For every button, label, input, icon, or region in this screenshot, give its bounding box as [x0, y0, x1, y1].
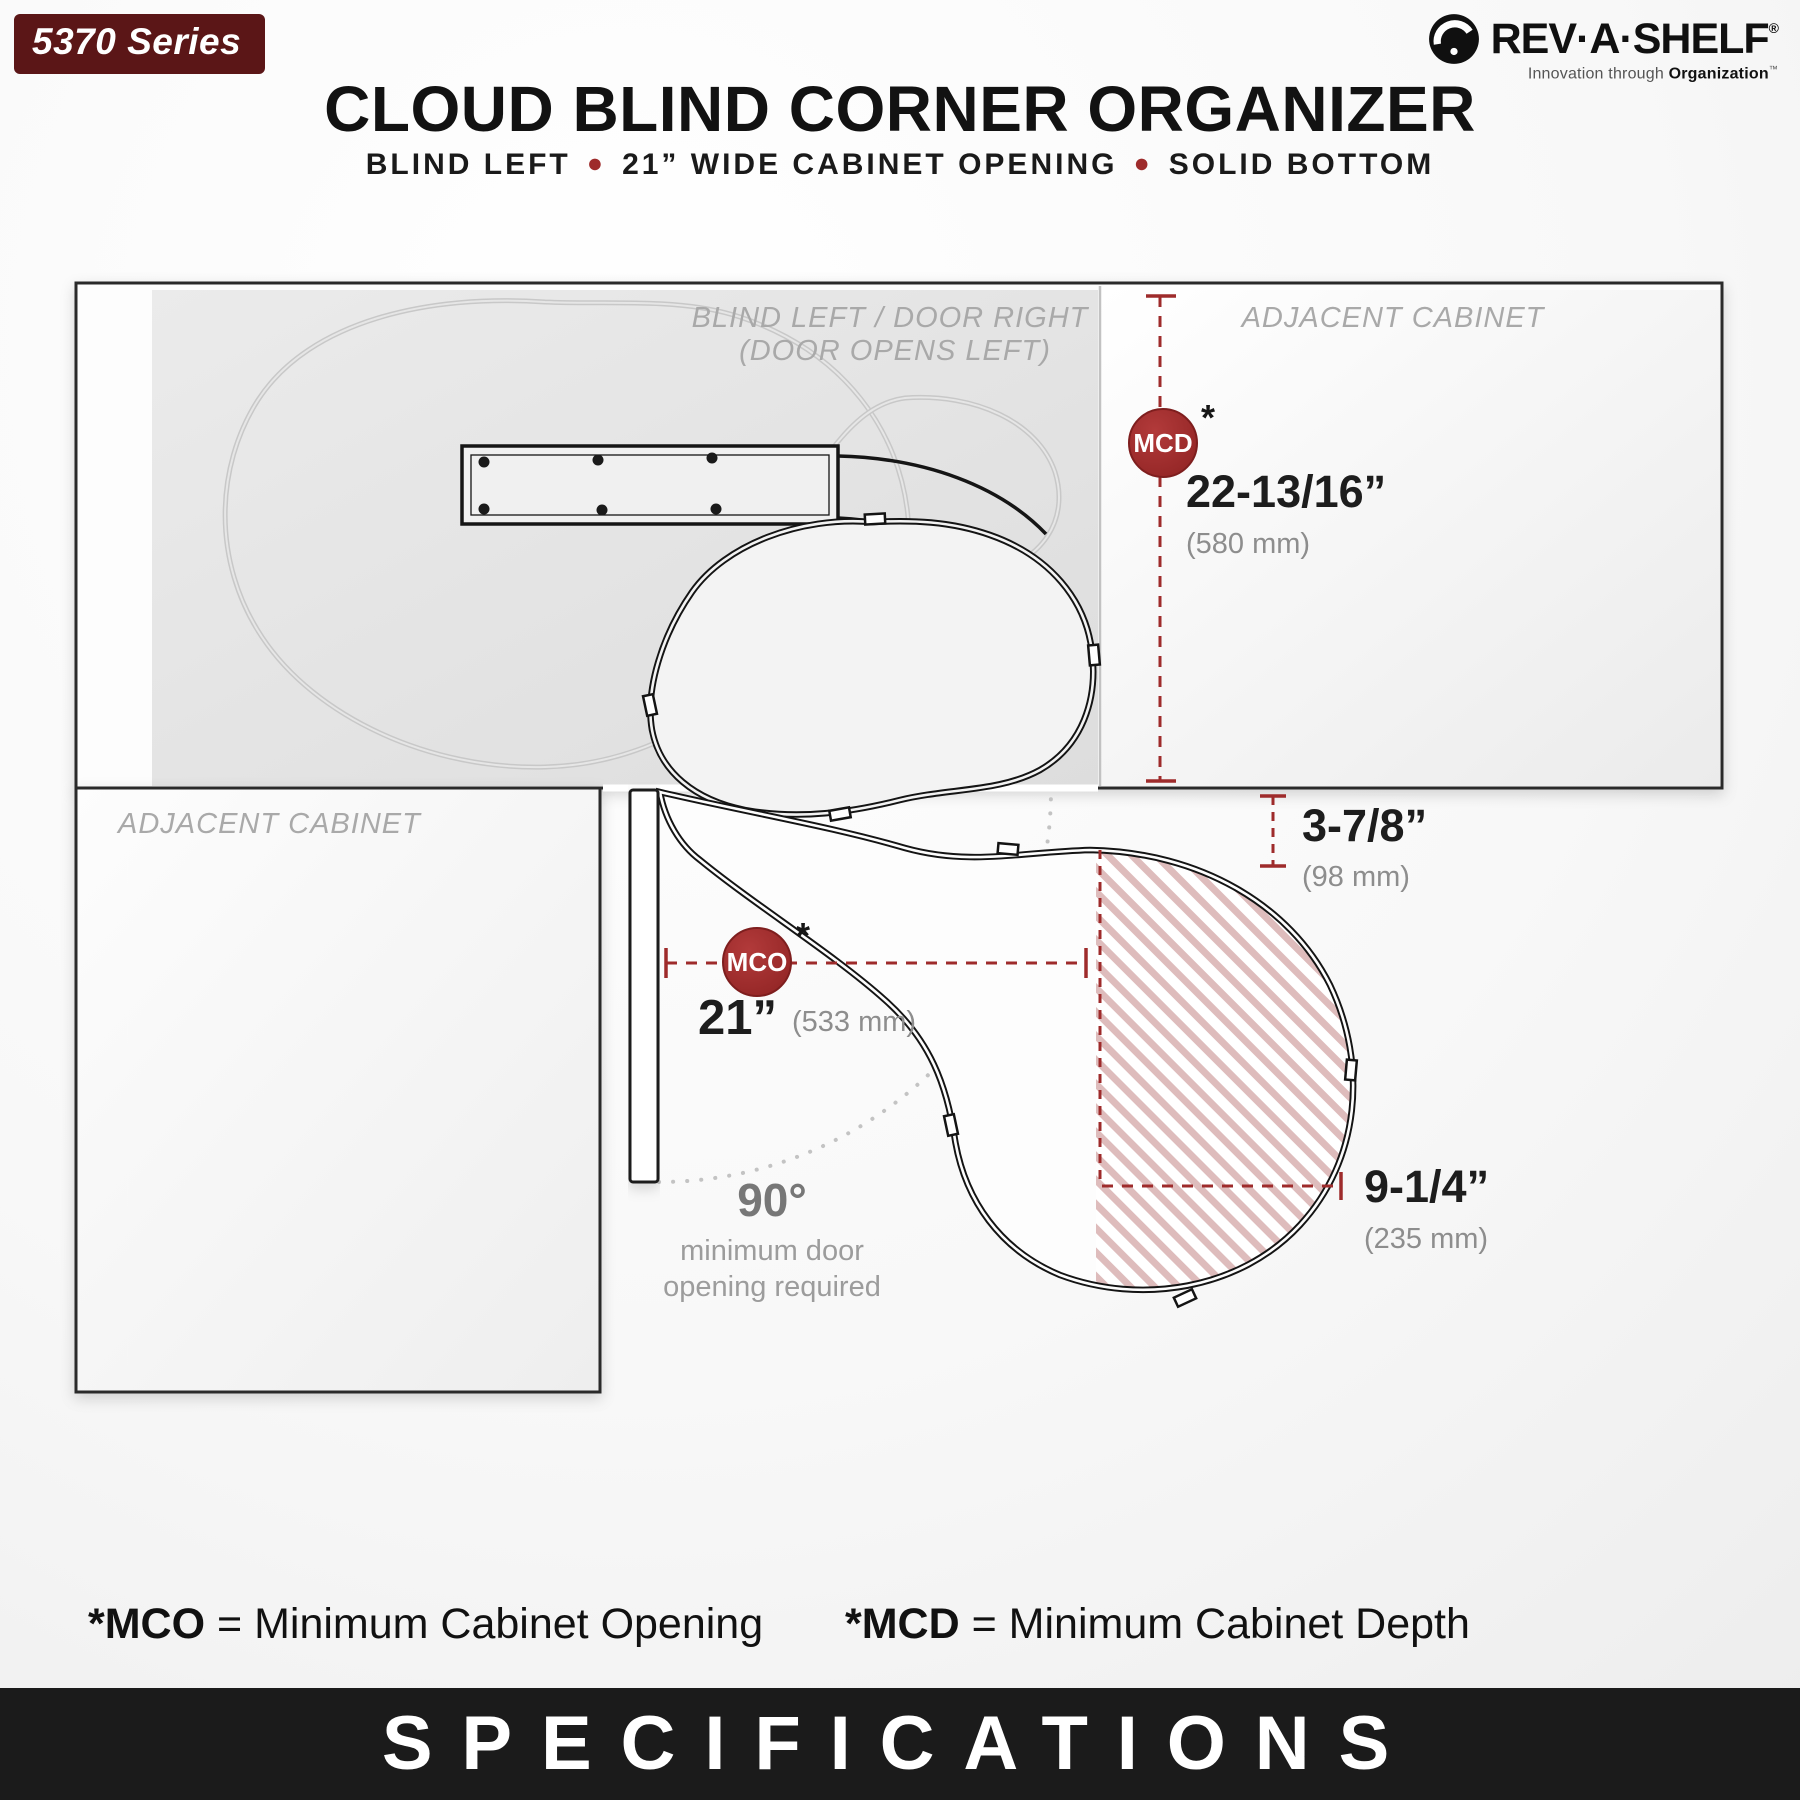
subtitle-part-3: SOLID BOTTOM — [1168, 148, 1435, 181]
depth-offset-metric: (98 mm) — [1302, 861, 1410, 893]
cabinet-labels: BLIND LEFT / DOOR RIGHT (DOOR OPENS LEFT… — [116, 302, 1546, 840]
adjacent-cabinet-right-interior — [1101, 290, 1720, 786]
bracket-screw — [478, 456, 490, 468]
logo-row: REV·A·SHELF® — [1427, 12, 1779, 66]
mcd-badge-text: MCD — [1133, 428, 1192, 458]
logo-brand-text: REV·A·SHELF® — [1490, 14, 1779, 64]
cabinet-door-open — [628, 788, 660, 1184]
specifications-bar: SPECIFICATIONS — [0, 1688, 1800, 1800]
rev-a-shelf-logo-icon — [1428, 14, 1479, 64]
subtitle-bullet-1: ● — [586, 148, 607, 178]
mco-definition: *MCO = Minimum Cabinet Opening — [88, 1600, 763, 1649]
depth-offset-value: 3-7/8” — [1302, 800, 1427, 851]
overhang-metric: (235 mm) — [1364, 1223, 1488, 1255]
config-label-line2: (DOOR OPENS LEFT) — [739, 335, 1051, 367]
door-swing-angle: 90° — [737, 1174, 807, 1226]
bracket-inner-line — [470, 454, 830, 516]
slide-rail-upper — [837, 454, 1048, 536]
door-swing-note: 90° minimum door opening required — [663, 1174, 881, 1303]
mcd-def-text: = Minimum Cabinet Depth — [959, 1600, 1470, 1648]
subtitle-part-1: BLIND LEFT — [365, 148, 571, 181]
trademark: ™ — [1768, 64, 1778, 74]
mco-measurement: MCO * 21” (533 mm) — [664, 915, 1088, 1045]
mcd-badge — [1128, 408, 1198, 478]
mco-asterisk: * — [796, 915, 810, 956]
mcd-asterisk: * — [1201, 397, 1215, 438]
depth-offset-measurement: 3-7/8” (98 mm) — [1260, 794, 1427, 893]
bracket-screw — [596, 504, 608, 516]
door-swing-note1: minimum door — [680, 1235, 864, 1267]
bracket-body — [460, 444, 840, 526]
mcd-definition: *MCD = Minimum Cabinet Depth — [845, 1600, 1470, 1649]
rev-a-shelf-logo: REV·A·SHELF® Innovation through Organiza… — [1427, 12, 1779, 83]
mco-value: 21” — [698, 991, 777, 1045]
adjacent-cabinet-left-box — [74, 786, 602, 1394]
mco-metric: (533 mm) — [792, 1006, 916, 1038]
bracket-screw — [592, 454, 604, 466]
registered-mark: ® — [1768, 19, 1779, 36]
overhang-measurement: 9-1/4” (235 mm) — [1098, 850, 1489, 1255]
lower-cloud-rail-clips — [942, 841, 1359, 1309]
upper-cloud-rim — [649, 519, 1095, 816]
series-badge: 5370 Series — [14, 14, 266, 74]
mco-def-text: = Minimum Cabinet Opening — [205, 1600, 764, 1648]
door-swing-note2: opening required — [663, 1271, 881, 1303]
mco-badge — [722, 927, 792, 997]
legend: *MCO = Minimum Cabinet Opening *MCD = Mi… — [0, 1600, 1800, 1670]
mcd-metric: (580 mm) — [1186, 528, 1310, 560]
cabinet-layout — [74, 281, 1724, 1394]
page-title: CLOUD BLIND CORNER ORGANIZER — [324, 73, 1476, 145]
bracket-screw — [706, 452, 718, 464]
tagline-bold: Organization — [1668, 65, 1769, 83]
logo-brand-name: REV·A·SHELF — [1490, 14, 1770, 63]
upper-cloud-shelf — [641, 512, 1102, 823]
mco-badge-text: MCO — [727, 947, 788, 977]
tagline-light: Innovation through — [1527, 65, 1669, 83]
bracket-screw — [478, 503, 490, 515]
subtitle-part-2: 21” WIDE CABINET OPENING — [622, 148, 1118, 181]
logo-tagline: Innovation through Organization™ — [1427, 64, 1778, 83]
upper-cloud-rail-clips — [641, 512, 1102, 823]
adjacent-cabinet-left-label: ADJACENT CABINET — [116, 808, 422, 840]
page-subtitle: BLIND LEFT ● 21” WIDE CABINET OPENING ● SOLI… — [0, 148, 1800, 182]
mco-abbr: *MCO — [88, 1600, 206, 1648]
mcd-measurement: MCD * 22-13/16” (580 mm) — [1128, 294, 1386, 783]
overhang-value: 9-1/4” — [1364, 1161, 1489, 1212]
bracket-screw — [710, 503, 722, 515]
adjacent-cabinet-right-label: ADJACENT CABINET — [1240, 302, 1546, 334]
mcd-abbr: *MCD — [845, 1600, 960, 1648]
config-label-line1: BLIND LEFT / DOOR RIGHT — [692, 302, 1090, 334]
subtitle-bullet-2: ● — [1133, 148, 1153, 178]
mcd-value: 22-13/16” — [1186, 466, 1386, 517]
